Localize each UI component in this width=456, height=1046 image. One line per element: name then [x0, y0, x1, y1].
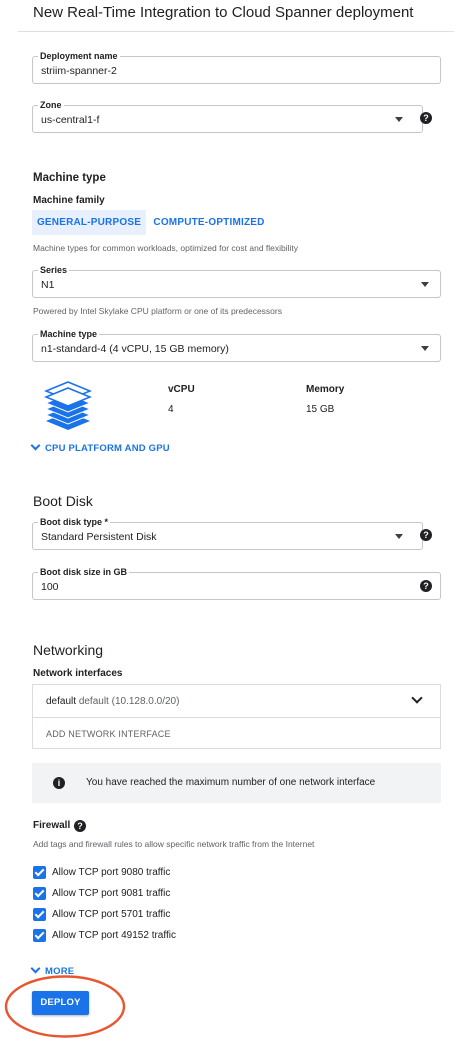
dropdown-caret-icon — [421, 346, 429, 351]
family-compute-optimized-button[interactable]: COMPUTE-OPTIMIZED — [153, 217, 265, 228]
chevron-down-icon — [30, 440, 41, 451]
add-network-interface-button[interactable]: ADD NETWORK INTERFACE — [46, 729, 171, 739]
vcpu-header: vCPU — [168, 384, 195, 395]
network-interface-name: default default (10.128.0.0/20) — [46, 696, 180, 707]
dropdown-caret-icon — [395, 117, 403, 122]
network-interfaces-list: default default (10.128.0.0/20) ADD NETW… — [32, 684, 441, 749]
header-divider — [18, 31, 454, 32]
chevron-down-icon — [30, 963, 41, 974]
machine-family-hint: Machine types for common workloads, opti… — [33, 243, 299, 253]
deployment-name-field[interactable]: Deployment name striim-spanner-2 — [32, 50, 441, 84]
cpu-platform-gpu-toggle[interactable]: CPU PLATFORM AND GPU — [30, 440, 170, 454]
page-header: New Real-Time Integration to Cloud Spann… — [0, 0, 456, 32]
page-title: New Real-Time Integration to Cloud Spann… — [33, 4, 414, 21]
networking-heading: Networking — [33, 642, 104, 658]
more-toggle[interactable]: MORE — [30, 963, 75, 977]
boot-disk-type-label: Boot disk type * — [38, 516, 111, 528]
checkbox-checked-icon[interactable] — [33, 887, 46, 900]
network-interfaces-label: Network interfaces — [33, 668, 123, 679]
machine-type-label: Machine type — [38, 328, 100, 340]
machine-family-label: Machine family — [33, 195, 105, 206]
cpu-platform-gpu-label: CPU PLATFORM AND GPU — [45, 443, 170, 454]
series-value: N1 — [41, 279, 55, 291]
family-general-purpose-button[interactable]: GENERAL-PURPOSE — [32, 210, 146, 235]
boot-disk-size-value[interactable]: 100 — [41, 581, 59, 593]
vcpu-value: 4 — [168, 404, 174, 415]
boot-disk-heading: Boot Disk — [33, 493, 93, 509]
memory-value: 15 GB — [306, 404, 335, 415]
dropdown-caret-icon — [421, 282, 429, 287]
machine-type-value: n1-standard-4 (4 vCPU, 15 GB memory) — [41, 343, 229, 355]
boot-disk-type-help-icon[interactable]: ? — [420, 529, 432, 541]
deployment-name-value[interactable]: striim-spanner-2 — [41, 65, 117, 77]
deployment-name-label: Deployment name — [38, 50, 120, 62]
boot-disk-size-field[interactable]: Boot disk size in GB 100 ? — [32, 566, 441, 600]
series-select[interactable]: Series N1 — [32, 264, 441, 298]
checkbox-checked-icon[interactable] — [33, 929, 46, 942]
zone-help-icon[interactable]: ? — [420, 112, 432, 124]
series-label: Series — [38, 264, 70, 276]
boot-disk-type-value: Standard Persistent Disk — [41, 531, 157, 543]
firewall-label: Firewall — [33, 820, 71, 831]
firewall-rule-label: Allow TCP port 9081 traffic — [52, 888, 171, 899]
memory-header: Memory — [306, 384, 345, 395]
network-interface-row[interactable]: default default (10.128.0.0/20) — [33, 685, 440, 718]
firewall-rule-label: Allow TCP port 5701 traffic — [52, 909, 171, 920]
info-circle-icon: i — [53, 777, 65, 789]
network-limit-notice: i You have reached the maximum number of… — [32, 763, 441, 803]
network-limit-text: You have reached the maximum number of o… — [86, 777, 376, 788]
more-label: MORE — [45, 966, 75, 977]
series-hint: Powered by Intel Skylake CPU platform or… — [33, 306, 282, 316]
boot-disk-size-label: Boot disk size in GB — [38, 566, 130, 578]
firewall-rule-label: Allow TCP port 49152 traffic — [52, 930, 176, 941]
machine-type-select[interactable]: Machine type n1-standard-4 (4 vCPU, 15 G… — [32, 328, 441, 362]
zone-label: Zone — [38, 99, 64, 111]
checkbox-checked-icon[interactable] — [33, 866, 46, 879]
chevron-down-icon[interactable] — [411, 692, 423, 704]
boot-disk-size-help-icon[interactable]: ? — [420, 580, 432, 592]
firewall-hint: Add tags and firewall rules to allow spe… — [33, 839, 315, 849]
network-interface-detail: default (10.128.0.0/20) — [78, 696, 180, 707]
zone-value: us-central1-f — [41, 114, 100, 126]
checkbox-checked-icon[interactable] — [33, 908, 46, 921]
firewall-rule-label: Allow TCP port 9080 traffic — [52, 867, 171, 878]
zone-select[interactable]: Zone us-central1-f — [32, 99, 423, 133]
deploy-button[interactable]: DEPLOY — [32, 991, 89, 1015]
firewall-help-icon[interactable]: ? — [74, 820, 86, 832]
machine-type-heading: Machine type — [33, 172, 106, 184]
boot-disk-type-select[interactable]: Boot disk type * Standard Persistent Dis… — [32, 516, 423, 550]
stacked-layers-icon — [44, 381, 92, 430]
dropdown-caret-icon — [395, 534, 403, 539]
